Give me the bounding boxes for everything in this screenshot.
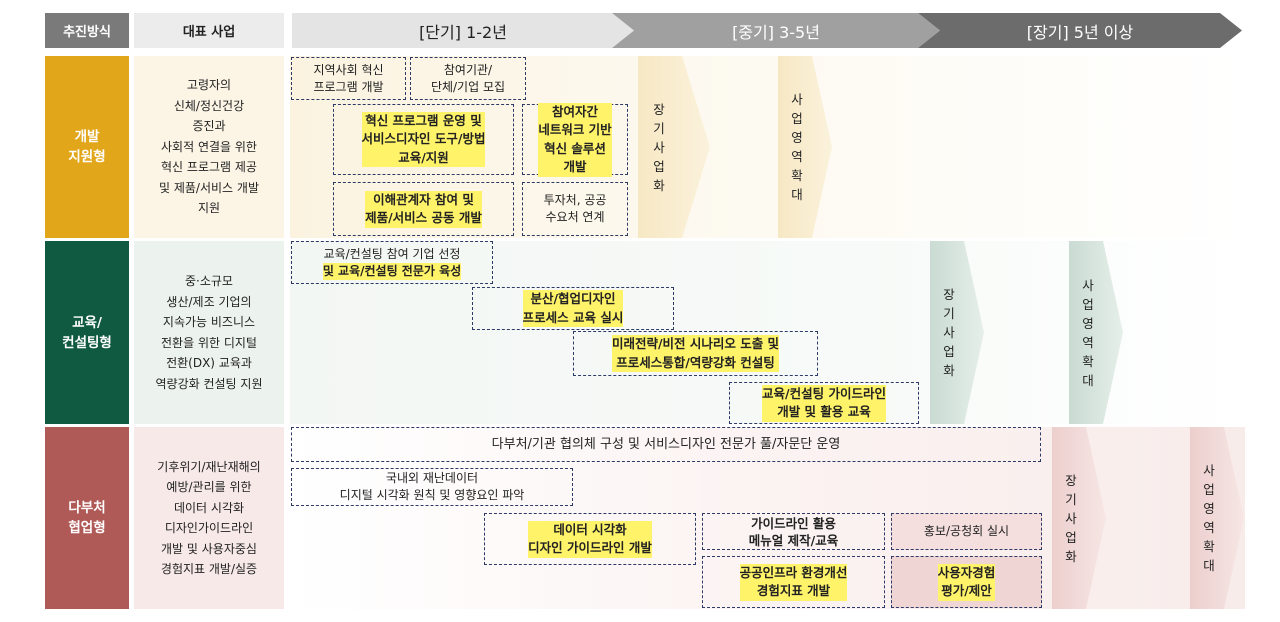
box-multi-6: 공공인프라 환경개선 경험지표 개발 <box>702 556 885 608</box>
header-representative-project: 대표 사업 <box>134 13 284 48</box>
rep-multi: 기후위기/재난재해의 예방/관리를 위한 데이터 시각화 디자인가이드라인 개발… <box>134 427 284 609</box>
row-label-dev: 개발 지원형 <box>45 56 129 238</box>
box-edu-3: 미래전략/비전 시나리오 도출 및 프로세스통합/역량강화 컨설팅 <box>573 331 818 376</box>
box-multi-7: 사용자경험 평가/제안 <box>891 556 1042 608</box>
phase-mid-term: [중기] 3-5년 <box>612 13 940 48</box>
box-multi-4: 가이드라인 활용 메뉴얼 제작/교육 <box>702 513 885 550</box>
arrow-multi-expand-text: 사업영역확대 <box>1203 463 1215 573</box>
box-edu-3-text: 미래전략/비전 시나리오 도출 및 프로세스통합/역량강화 컨설팅 <box>611 335 780 372</box>
arrow-edu-expand-text: 사업영역확대 <box>1082 277 1094 388</box>
box-multi-2: 국내외 재난데이터 디지털 시각화 원칙 및 영향요인 파악 <box>291 468 573 506</box>
row-label-multi: 다부처 협업형 <box>45 427 129 609</box>
box-edu-1-line1: 교육/컨설팅 참여 기업 선정 <box>323 246 461 261</box>
box-edu-2-text: 분산/협업디자인 프로세스 교육 실시 <box>522 290 624 327</box>
box-edu-4: 교육/컨설팅 가이드라인 개발 및 활용 교육 <box>729 382 919 424</box>
box-dev-4: 참여자간 네트워크 기반 혁신 솔루션 개발 <box>522 102 628 177</box>
box-dev-4-text: 참여자간 네트워크 기반 혁신 솔루션 개발 <box>538 102 612 177</box>
box-edu-4-text: 교육/컨설팅 가이드라인 개발 및 활용 교육 <box>762 384 886 422</box>
arrow-dev-commercialize-text: 장기사업화 <box>653 101 665 193</box>
box-multi-6-text: 공공인프라 환경개선 경험지표 개발 <box>739 563 848 601</box>
box-dev-3-text: 혁신 프로그램 운영 및 서비스디자인 도구/방법 교육/지원 <box>361 111 486 168</box>
box-dev-5: 이해관계자 참여 및 제품/서비스 공동 개발 <box>333 182 514 236</box>
phase-long-term: [장기] 5년 이상 <box>918 13 1242 48</box>
box-dev-3: 혁신 프로그램 운영 및 서비스디자인 도구/방법 교육/지원 <box>333 104 514 175</box>
box-dev-1: 지역사회 혁신 프로그램 개발 <box>291 57 406 100</box>
box-multi-1: 다부처/기관 협의체 구성 및 서비스디자인 전문가 풀/자문단 운영 <box>291 427 1041 462</box>
box-multi-3-text: 데이터 시각화 디자인 가이드라인 개발 <box>528 520 652 558</box>
arrow-multi-commercialize-text: 장기사업화 <box>1065 472 1077 564</box>
phase-short-term: [단기] 1-2년 <box>292 13 634 48</box>
header-method: 추진방식 <box>45 13 129 48</box>
box-edu-1-line2: 및 교육/컨설팅 전문가 육성 <box>322 262 462 280</box>
box-dev-2: 참여기관/ 단체/기업 모집 <box>410 57 526 100</box>
box-multi-5: 홍보/공청회 실시 <box>891 513 1042 550</box>
arrow-edu-commercialize-text: 장기사업화 <box>943 287 955 378</box>
rep-edu: 중·소규모 생산/제조 기업의 지속가능 비즈니스 전환을 위한 디지털 전환(… <box>134 241 284 424</box>
box-dev-5-text: 이해관계자 참여 및 제품/서비스 공동 개발 <box>365 190 482 228</box>
box-multi-7-text: 사용자경험 평가/제안 <box>937 563 996 601</box>
row-label-edu: 교육/ 컨설팅형 <box>45 241 129 424</box>
arrow-dev-expand-text: 사업영역확대 <box>791 92 803 202</box>
box-edu-1: 교육/컨설팅 참여 기업 선정 및 교육/컨설팅 전문가 육성 <box>291 241 493 284</box>
box-edu-2: 분산/협업디자인 프로세스 교육 실시 <box>472 287 674 330</box>
box-multi-3: 데이터 시각화 디자인 가이드라인 개발 <box>484 513 696 565</box>
box-dev-6: 투자처, 공공 수요처 연계 <box>522 182 628 236</box>
rep-dev: 고령자의 신체/정신건강 증진과 사회적 연결을 위한 혁신 프로그램 제공 및… <box>134 56 284 238</box>
